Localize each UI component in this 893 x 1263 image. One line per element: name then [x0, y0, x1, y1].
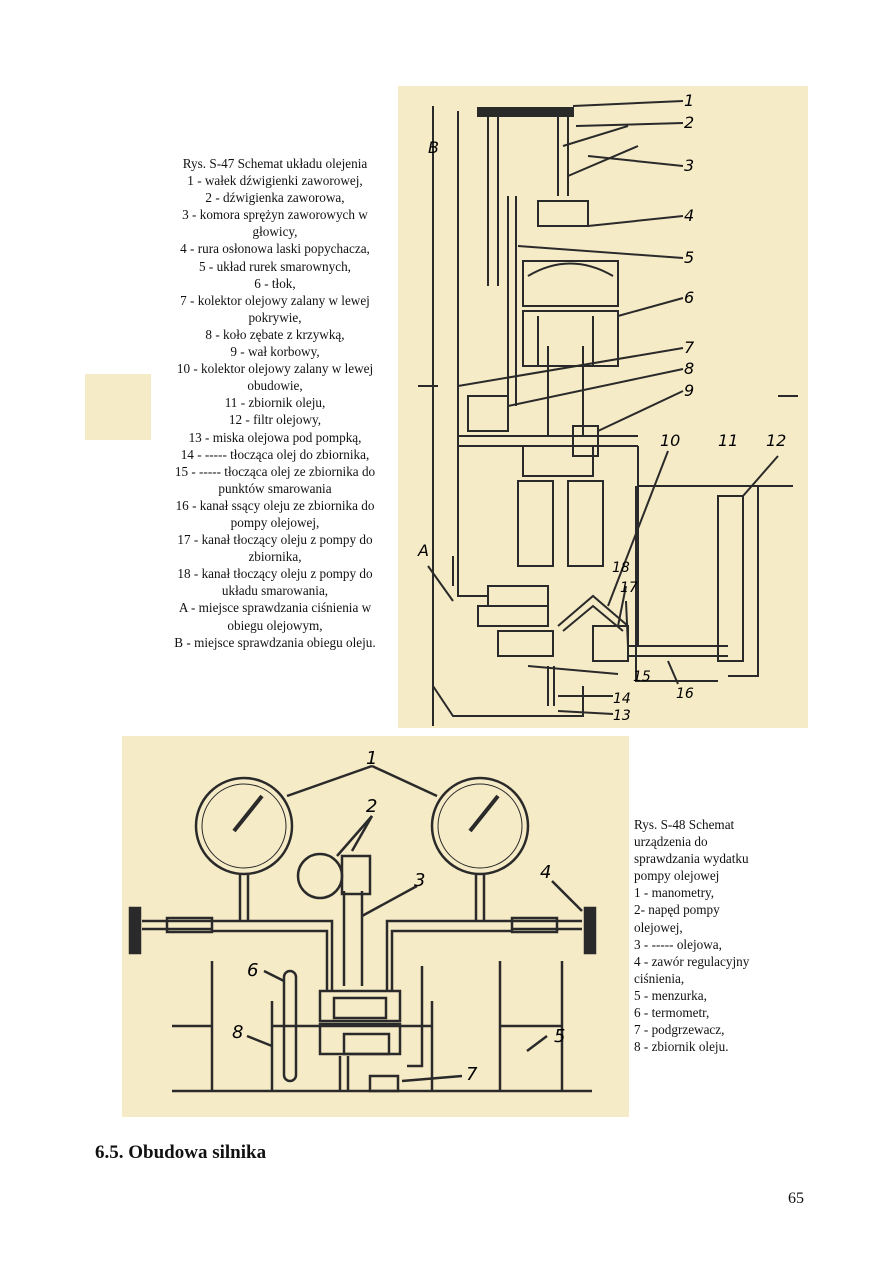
caption-line: urządzenia do	[634, 834, 708, 850]
caption-line: punktów smarowania	[218, 480, 332, 496]
label-15: 15	[633, 669, 651, 685]
caption-line: ciśnienia,	[634, 970, 685, 986]
caption-line: 5 - menzurka,	[634, 987, 707, 1003]
label-1: 1	[684, 91, 694, 110]
caption-line: 8 - zbiornik oleju.	[634, 1039, 729, 1055]
caption-line: Rys. S-48 Schemat	[634, 817, 735, 832]
caption-line: układu smarowania,	[221, 583, 329, 599]
label-13: 13	[613, 708, 631, 724]
label-7: 7	[684, 338, 695, 357]
label-5: 5	[554, 1026, 565, 1047]
label-5: 5	[684, 248, 694, 267]
caption-line: 17 - kanał tłoczący oleju z pompy do	[177, 532, 373, 548]
caption-line: 4 - rura osłonowa laski popychacza,	[180, 241, 370, 257]
oil-system-diagram: 1 2 3 4 5 6 7 8 9 10 11 12 13 14 15 16 1…	[417, 91, 798, 726]
label-A: A	[417, 541, 429, 560]
caption-line: 15 - ----- tłocząca olej ze zbiornika do	[174, 463, 376, 479]
caption-line: Rys. S-47 Schemat układu olejenia	[182, 156, 368, 171]
caption-line: 12 - filtr olejowy,	[228, 412, 322, 428]
label-3: 3	[684, 156, 694, 175]
caption-line: obiegu olejowym,	[227, 617, 323, 633]
label-4: 4	[684, 206, 694, 225]
label-8: 8	[232, 1022, 243, 1043]
page-number: 65	[788, 1190, 804, 1207]
caption-line: obudowie,	[247, 378, 303, 394]
label-2: 2	[684, 113, 694, 132]
caption-line: pompy olejowej	[634, 868, 720, 884]
caption-line: pokrywie,	[248, 309, 302, 325]
caption-line: 7 - podgrzewacz,	[634, 1022, 725, 1038]
caption-line: 13 - miska olejowa pod pompką,	[188, 429, 362, 445]
caption-line: 18 - kanał tłoczący oleju z pompy do	[177, 566, 373, 582]
label-10: 10	[660, 431, 680, 450]
label-7: 7	[466, 1064, 478, 1085]
figure-s47: 1 2 3 4 5 6 7 8 9 10 11 12 13 14 15 16 1…	[398, 86, 808, 728]
caption-line: 5 - układ rurek smarownych,	[199, 258, 351, 274]
label-18: 18	[612, 560, 630, 576]
label-12: 12	[766, 431, 786, 450]
caption-line: 3 - ----- olejowa,	[634, 936, 722, 952]
caption-line: 1 - manometry,	[634, 885, 715, 901]
section-heading: 6.5. Obudowa silnika	[95, 1142, 267, 1163]
caption-line: olejowej,	[634, 919, 683, 935]
label-16: 16	[676, 686, 694, 702]
caption-line: 14 - ----- tłocząca olej do zbiornika,	[180, 446, 370, 462]
decorative-square	[85, 374, 151, 440]
label-B: B	[428, 138, 439, 157]
pump-test-diagram: 1 2 3 4 5 6 7 8	[128, 748, 597, 1093]
caption-s47: Rys. S-47 Schemat układu olejenia 1 - wa…	[157, 155, 393, 651]
caption-line: 9 - wał korbowy,	[230, 344, 320, 360]
label-14: 14	[613, 691, 631, 707]
caption-line: 7 - kolektor olejowy zalany w lewej	[180, 292, 370, 308]
caption-line: 6 - termometr,	[634, 1005, 710, 1021]
caption-line: zbiornika,	[248, 549, 302, 565]
caption-line: pompy olejowej,	[230, 514, 320, 530]
caption-s48: Rys. S-48 Schemat urządzenia do sprawdza…	[634, 816, 784, 1055]
caption-line: 11 - zbiornik oleju,	[224, 395, 326, 411]
label-3: 3	[414, 870, 425, 891]
caption-line: 10 - kolektor olejowy zalany w lewej	[176, 361, 374, 377]
caption-line: 2 - dźwigienka zaworowa,	[205, 190, 345, 206]
caption-line: 1 - wałek dźwigienki zaworowej,	[187, 173, 363, 189]
figure-s48: 1 2 3 4 5 6 7 8	[122, 736, 629, 1117]
label-6: 6	[247, 960, 258, 981]
caption-line: sprawdzania wydatku	[634, 851, 749, 867]
label-11: 11	[718, 431, 738, 450]
caption-line: głowicy,	[252, 224, 298, 240]
caption-line: 6 - tłok,	[254, 275, 296, 291]
caption-line: 3 - komora sprężyn zaworowych w	[182, 207, 368, 223]
caption-line: B - miejsce sprawdzania obiegu oleju.	[174, 634, 376, 650]
label-17: 17	[620, 580, 638, 596]
caption-line: 4 - zawór regulacyjny	[634, 953, 750, 969]
caption-line: 2- napęd pompy	[634, 902, 720, 918]
label-6: 6	[684, 288, 694, 307]
label-2: 2	[366, 796, 377, 817]
label-8: 8	[684, 359, 694, 378]
caption-line: 8 - koło zębate z krzywką,	[205, 326, 345, 342]
caption-line: 16 - kanał ssący oleju ze zbiornika do	[175, 497, 375, 513]
label-1: 1	[366, 748, 377, 769]
caption-line: A - miejsce sprawdzania ciśnienia w	[178, 600, 372, 616]
label-4: 4	[540, 862, 551, 883]
label-9: 9	[684, 381, 694, 400]
